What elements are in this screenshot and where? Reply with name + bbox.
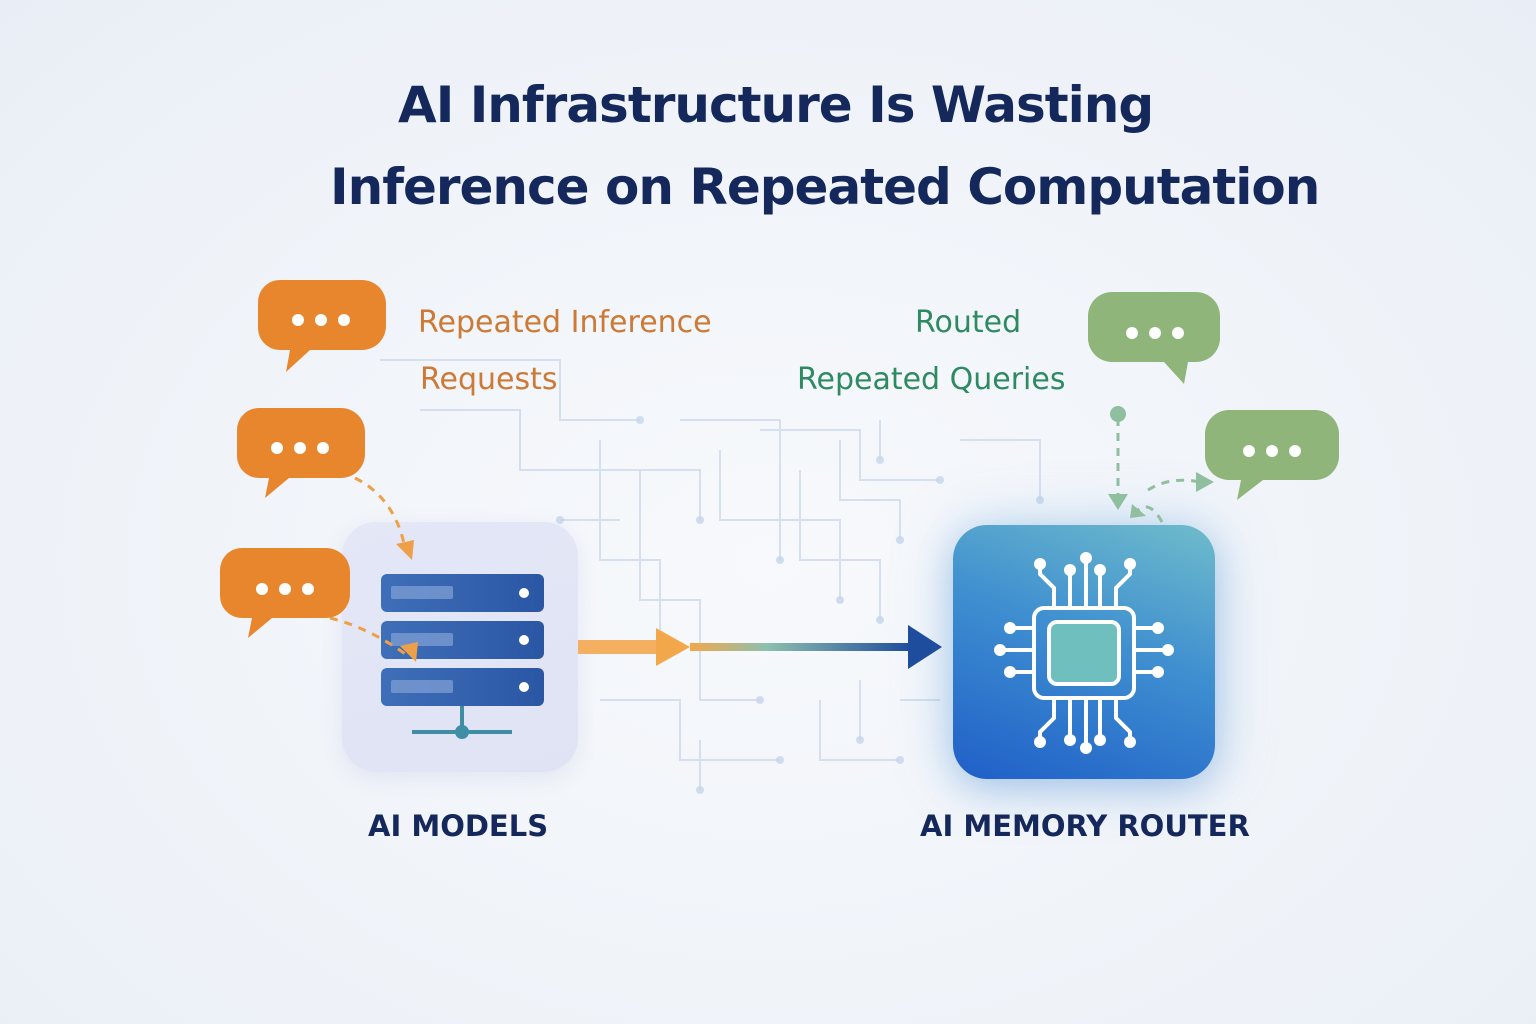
routed-queries-caption-line-2: Repeated Queries (797, 362, 1066, 397)
routed-queries-caption-line-1: Routed (915, 305, 1022, 340)
request-chat-bubble-1 (258, 280, 386, 372)
ai-memory-router-label: AI MEMORY ROUTER (920, 809, 1250, 843)
ai-models-node (342, 522, 578, 772)
ai-memory-router-node (953, 525, 1215, 779)
repeated-inference-caption-line-2: Requests (420, 362, 558, 397)
query-chat-bubble-2 (1205, 410, 1339, 500)
page-title-line-1: AI Infrastructure Is Wasting (398, 76, 1154, 134)
request-chat-bubble-2 (237, 408, 365, 498)
query-chat-bubble-1 (1088, 292, 1220, 384)
page-title-line-2: Inference on Repeated Computation (330, 158, 1320, 216)
ai-models-label: AI MODELS (368, 809, 549, 843)
repeated-inference-caption-line-1: Repeated Inference (418, 305, 712, 340)
request-chat-bubble-3 (220, 548, 350, 638)
